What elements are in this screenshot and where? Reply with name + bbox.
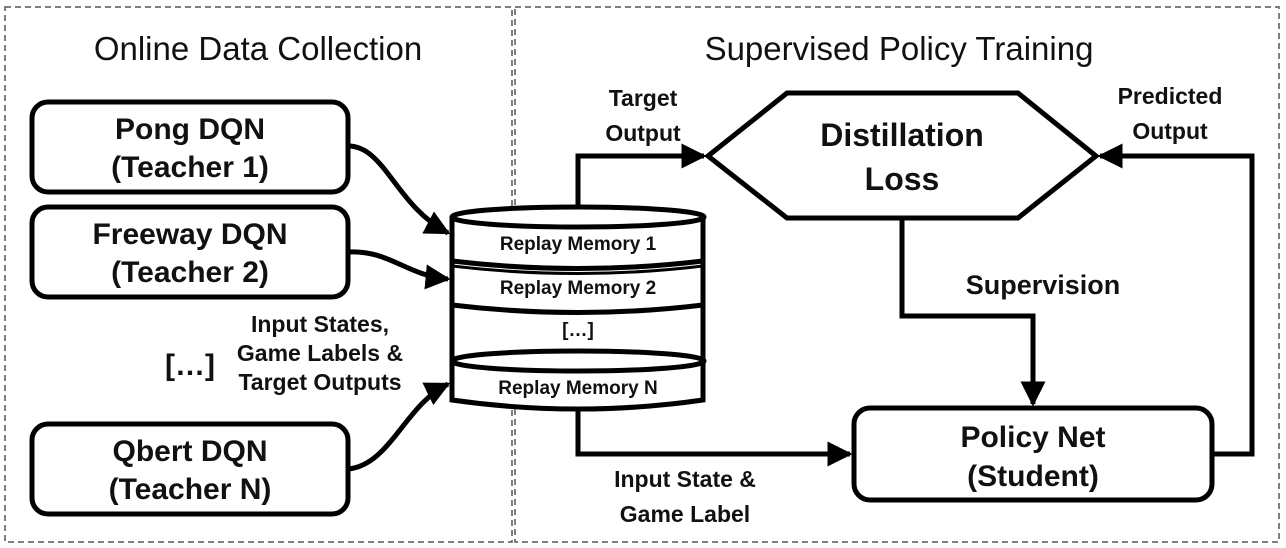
arrow-teacherN-to-memory xyxy=(347,381,451,472)
online-data-collection-title: Online Data Collection xyxy=(94,30,422,67)
predicted-output-label-line2: Output xyxy=(1132,118,1208,144)
distillation-loss-line1: Distillation xyxy=(820,117,984,153)
teacher-role: (Teacher 2) xyxy=(111,256,269,289)
teacher-box-freeway: Freeway DQN (Teacher 2) xyxy=(29,204,351,300)
target-output-label-line2: Output xyxy=(605,120,681,146)
arrow-teacher1-to-memory xyxy=(347,143,451,236)
student-name: Policy Net xyxy=(960,421,1105,454)
replay-memory-ellipsis: […] xyxy=(562,320,594,341)
supervised-policy-training-title: Supervised Policy Training xyxy=(705,30,1094,67)
arrow-input-state xyxy=(575,410,853,467)
teacher-name: Freeway DQN xyxy=(92,218,287,251)
arrow-supervision xyxy=(899,218,1046,407)
distillation-loss-hexagon: Distillation Loss xyxy=(703,90,1100,221)
teacher-role: (Teacher 1) xyxy=(111,151,269,184)
supervision-label: Supervision xyxy=(966,270,1121,300)
replay-memory-2: Replay Memory 2 xyxy=(500,278,656,299)
replay-memory-n: Replay Memory N xyxy=(498,378,657,399)
distillation-loss-line2: Loss xyxy=(865,161,940,197)
arrow-target-output xyxy=(575,143,707,207)
arrow-teacher2-to-memory xyxy=(347,249,451,290)
teacher-box-qbert: Qbert DQN (Teacher N) xyxy=(29,421,351,517)
teacher-ellipsis: […] xyxy=(165,349,215,382)
student-role: (Student) xyxy=(967,460,1099,493)
target-output-label-line1: Target xyxy=(609,85,678,111)
collection-label-line3: Target Outputs xyxy=(238,369,401,395)
policy-net-student-box: Policy Net (Student) xyxy=(851,405,1215,503)
arrow-predicted-output xyxy=(1097,143,1255,457)
predicted-output-label-line1: Predicted xyxy=(1118,83,1223,109)
teacher-name: Pong DQN xyxy=(115,113,265,146)
collection-label-line1: Input States, xyxy=(251,311,389,337)
replay-memory-1: Replay Memory 1 xyxy=(500,234,657,255)
teacher-role: (Teacher N) xyxy=(109,473,272,506)
collection-label-line2: Game Labels & xyxy=(237,340,403,366)
input-label-line1: Input State & xyxy=(614,466,756,492)
teacher-name: Qbert DQN xyxy=(112,435,267,468)
input-label-line2: Game Label xyxy=(620,501,750,527)
replay-memory-cylinder xyxy=(449,204,707,412)
teacher-box-pong: Pong DQN (Teacher 1) xyxy=(29,99,351,195)
